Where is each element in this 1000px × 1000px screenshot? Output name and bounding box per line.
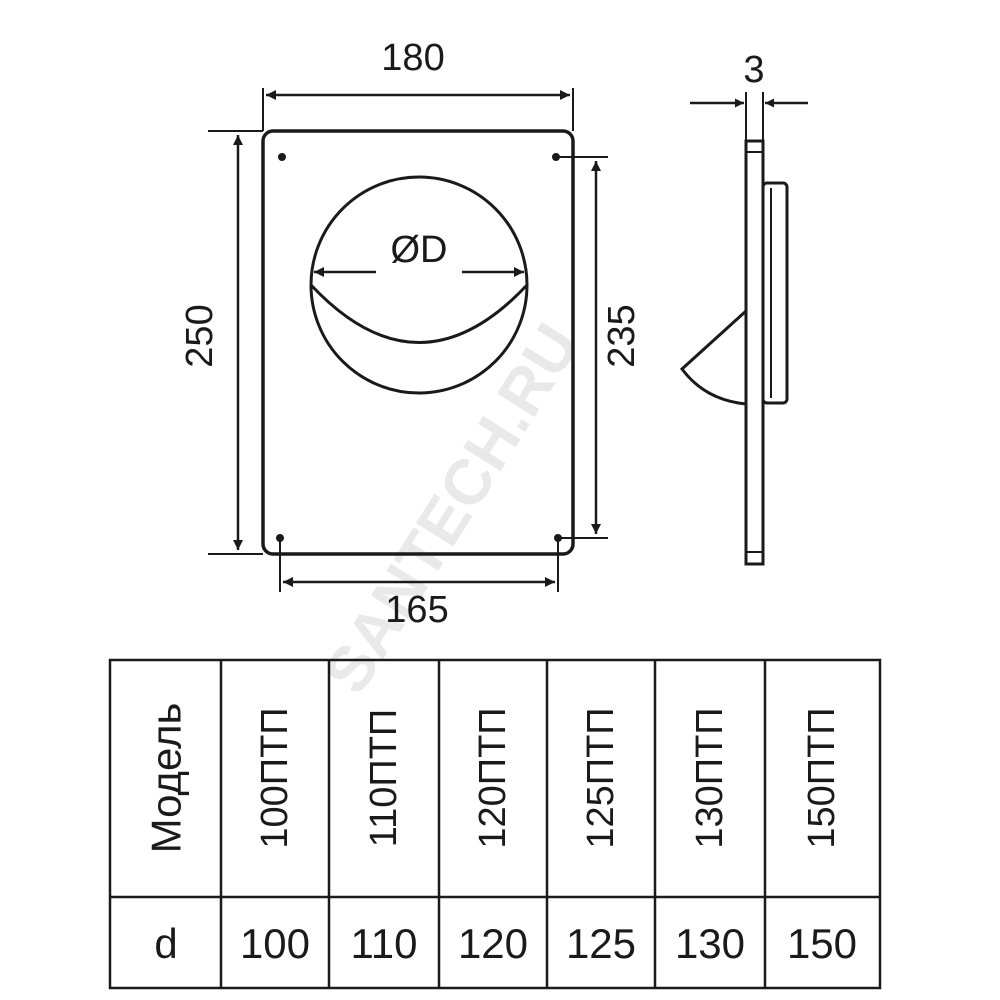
width-label: 180 xyxy=(381,37,444,79)
model-cell: 130ПТП xyxy=(689,707,731,848)
side-spigot xyxy=(761,181,789,405)
screw-hole xyxy=(278,153,286,161)
height-label: 250 xyxy=(179,304,221,367)
side-flap xyxy=(679,309,748,406)
diameter-cell: 110 xyxy=(351,920,418,967)
table-border xyxy=(108,658,882,990)
side-plate xyxy=(744,139,765,566)
flap-curve xyxy=(309,283,529,344)
side-view xyxy=(679,92,808,566)
table-header-row: Модель 100ПТП 110ПТП 120ПТП 125ПТП 130ПТ… xyxy=(143,703,844,854)
table-diameter-row: d 100 110 120 125 130 150 xyxy=(154,920,857,967)
front-view xyxy=(208,88,608,592)
diameter-cell: 150 xyxy=(787,920,857,967)
model-table xyxy=(108,658,882,990)
model-cell: 100ПТП xyxy=(254,707,296,848)
model-cell: 110ПТП xyxy=(363,709,405,847)
diameter-cell: 100 xyxy=(240,920,310,967)
thickness-label: 3 xyxy=(743,49,764,91)
hole-spacing-v-label: 235 xyxy=(601,304,643,367)
diameter-label: ØD xyxy=(391,229,448,271)
model-cell: 120ПТП xyxy=(472,707,514,848)
spigot-circle xyxy=(309,175,529,395)
model-cell: 125ПТП xyxy=(580,707,622,848)
table-row-label: d xyxy=(154,920,177,967)
diameter-cell: 120 xyxy=(458,920,528,967)
plate-outline xyxy=(261,129,575,556)
hole-spacing-h-label: 165 xyxy=(385,589,448,631)
diameter-cell: 125 xyxy=(566,920,636,967)
diameter-cell: 130 xyxy=(675,920,745,967)
table-header-label: Модель xyxy=(143,703,190,854)
model-cell: 150ПТП xyxy=(801,707,843,848)
